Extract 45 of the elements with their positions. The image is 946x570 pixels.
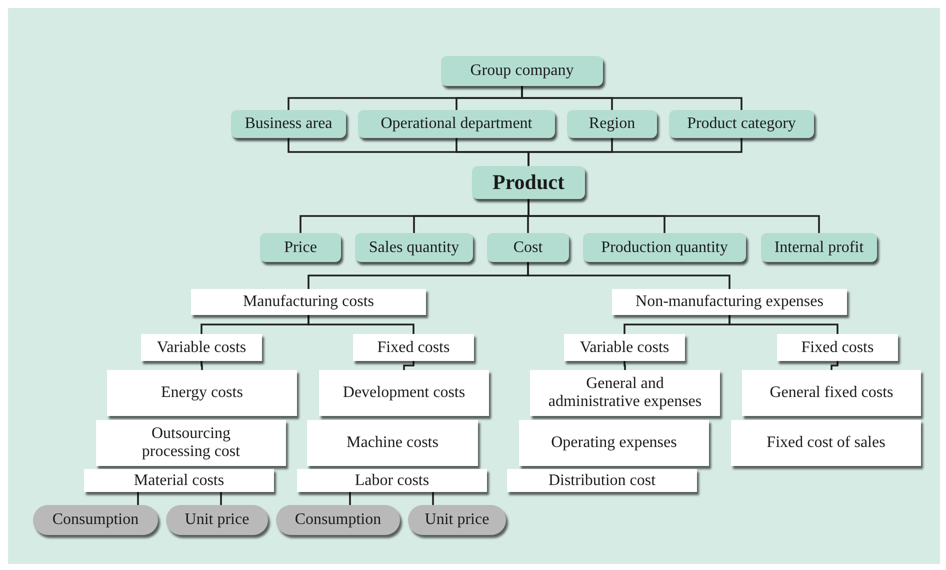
cost-box: Outsourcing processing cost [96,420,286,466]
connector-line [728,315,838,334]
cost-box: Variable costs [564,334,685,361]
category-box: Production quantity [583,233,746,262]
cost-box: Labor costs [297,469,487,492]
category-box: Region [567,110,657,138]
connector-line [528,138,742,166]
connector-line [527,262,730,289]
cost-box: Fixed cost of sales [731,420,921,466]
cost-box: General fixed costs [742,370,921,416]
category-box: Internal profit [761,233,877,262]
connector-line [137,492,139,505]
category-box: Product category [669,110,814,138]
category-box: Cost [487,233,569,262]
connector-line [220,492,222,505]
category-box: Operational department [358,110,555,138]
cost-box: Variable costs [141,334,262,361]
cost-box: Energy costs [107,370,297,416]
category-box: Group company [441,56,603,86]
cost-box: Non-manufacturing expenses [612,289,847,315]
connector-line [624,361,626,370]
connector-line [308,315,414,334]
cost-box: Development costs [319,370,489,416]
category-box: Price [260,233,341,262]
factor-pill: Unit price [166,505,268,535]
connector-line [403,361,414,370]
cost-box: Machine costs [307,420,478,466]
category-box: Sales quantity [355,233,473,262]
cost-box: Manufacturing costs [191,289,426,315]
cost-box: General and administrative expenses [530,370,720,416]
connector-line [830,361,838,370]
factor-pill: Consumption [33,505,158,535]
cost-box: Fixed costs [353,334,474,361]
cost-box: Operating expenses [519,420,709,466]
cost-box: Material costs [84,469,274,492]
connector-line [432,492,434,505]
root-box: Product [472,166,585,199]
factor-pill: Unit price [408,505,506,535]
factor-pill: Consumption [276,505,400,535]
connector-line [200,361,203,370]
connector-line [528,199,820,233]
category-box: Business area [231,110,346,138]
cost-box: Fixed costs [777,334,898,361]
connector-line [349,492,351,505]
cost-box: Distribution cost [507,469,697,492]
